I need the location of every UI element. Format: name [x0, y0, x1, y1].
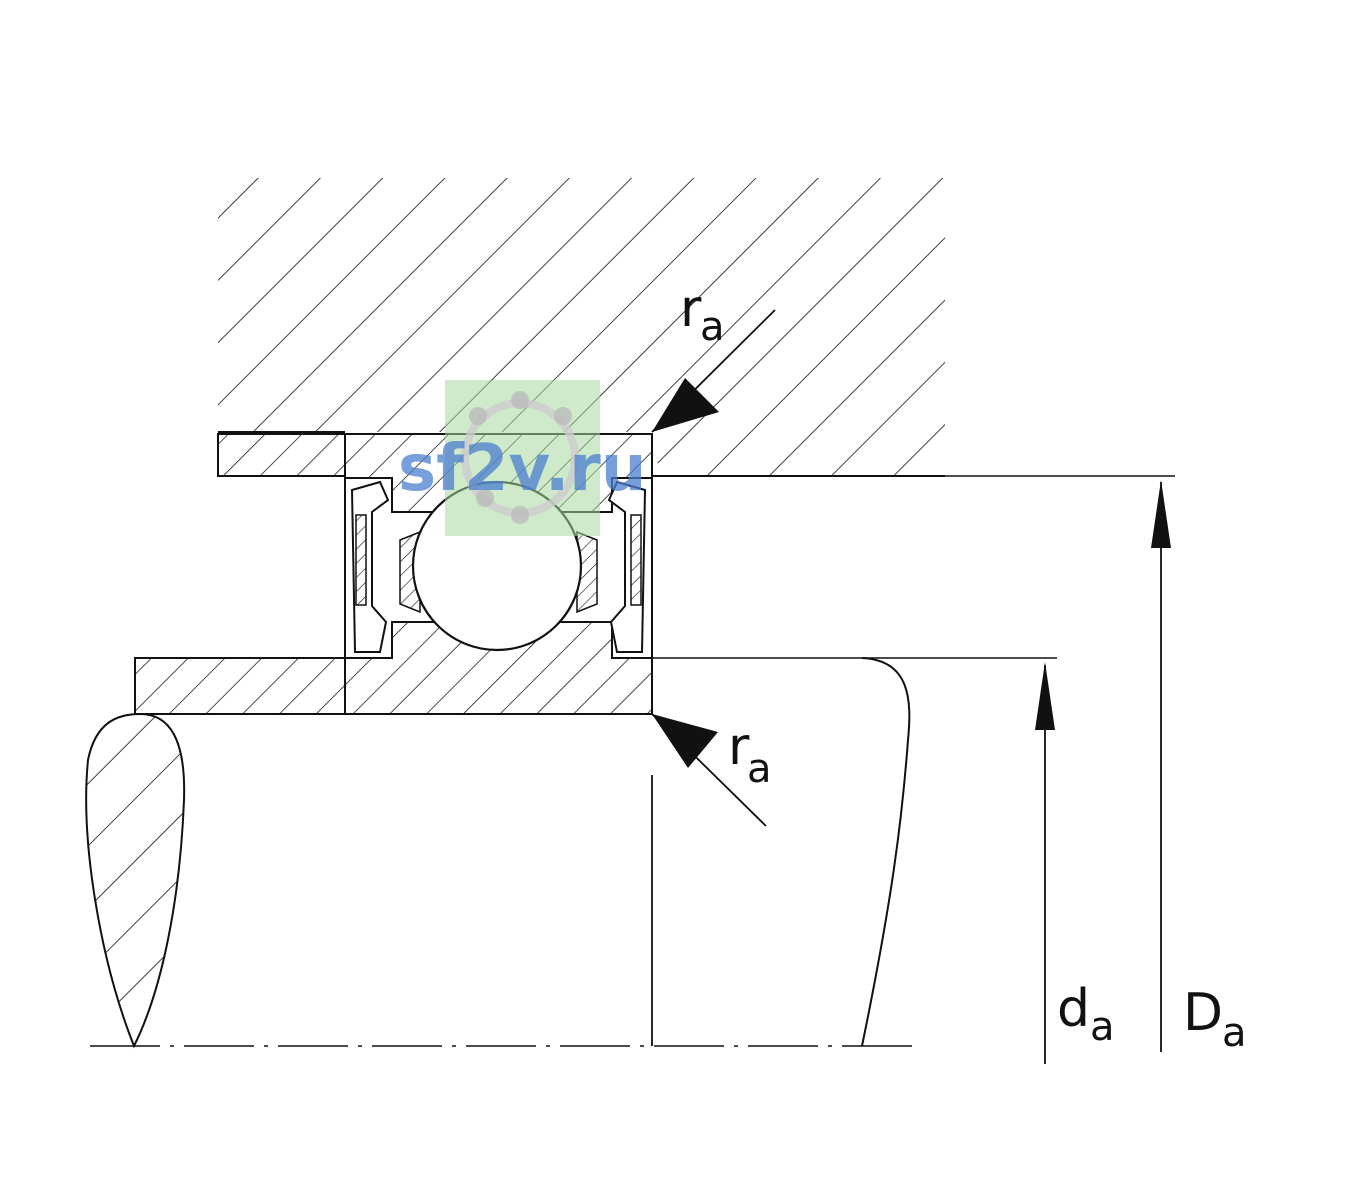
left-seal [350, 480, 390, 653]
ra-top-label: r a [680, 279, 725, 350]
housing [218, 178, 945, 477]
da-dimension [1035, 662, 1055, 1064]
bearing-side-walls [344, 434, 653, 714]
watermark: sf2v.ru [398, 380, 646, 536]
shaft [135, 657, 1057, 1047]
shaft-break-section [85, 712, 186, 1049]
watermark-text: sf2v.ru [398, 432, 646, 506]
inner-spacer [134, 657, 346, 715]
ra-top-leader [651, 309, 776, 433]
right-seal [607, 480, 647, 653]
ra-bottom-label: r a [728, 717, 772, 792]
Da-dimension [945, 475, 1175, 1052]
outer-spacer [217, 433, 346, 477]
Da-label: D a [1183, 983, 1247, 1056]
ra-bottom-leader [651, 713, 767, 827]
da-label: d a [1057, 979, 1115, 1050]
